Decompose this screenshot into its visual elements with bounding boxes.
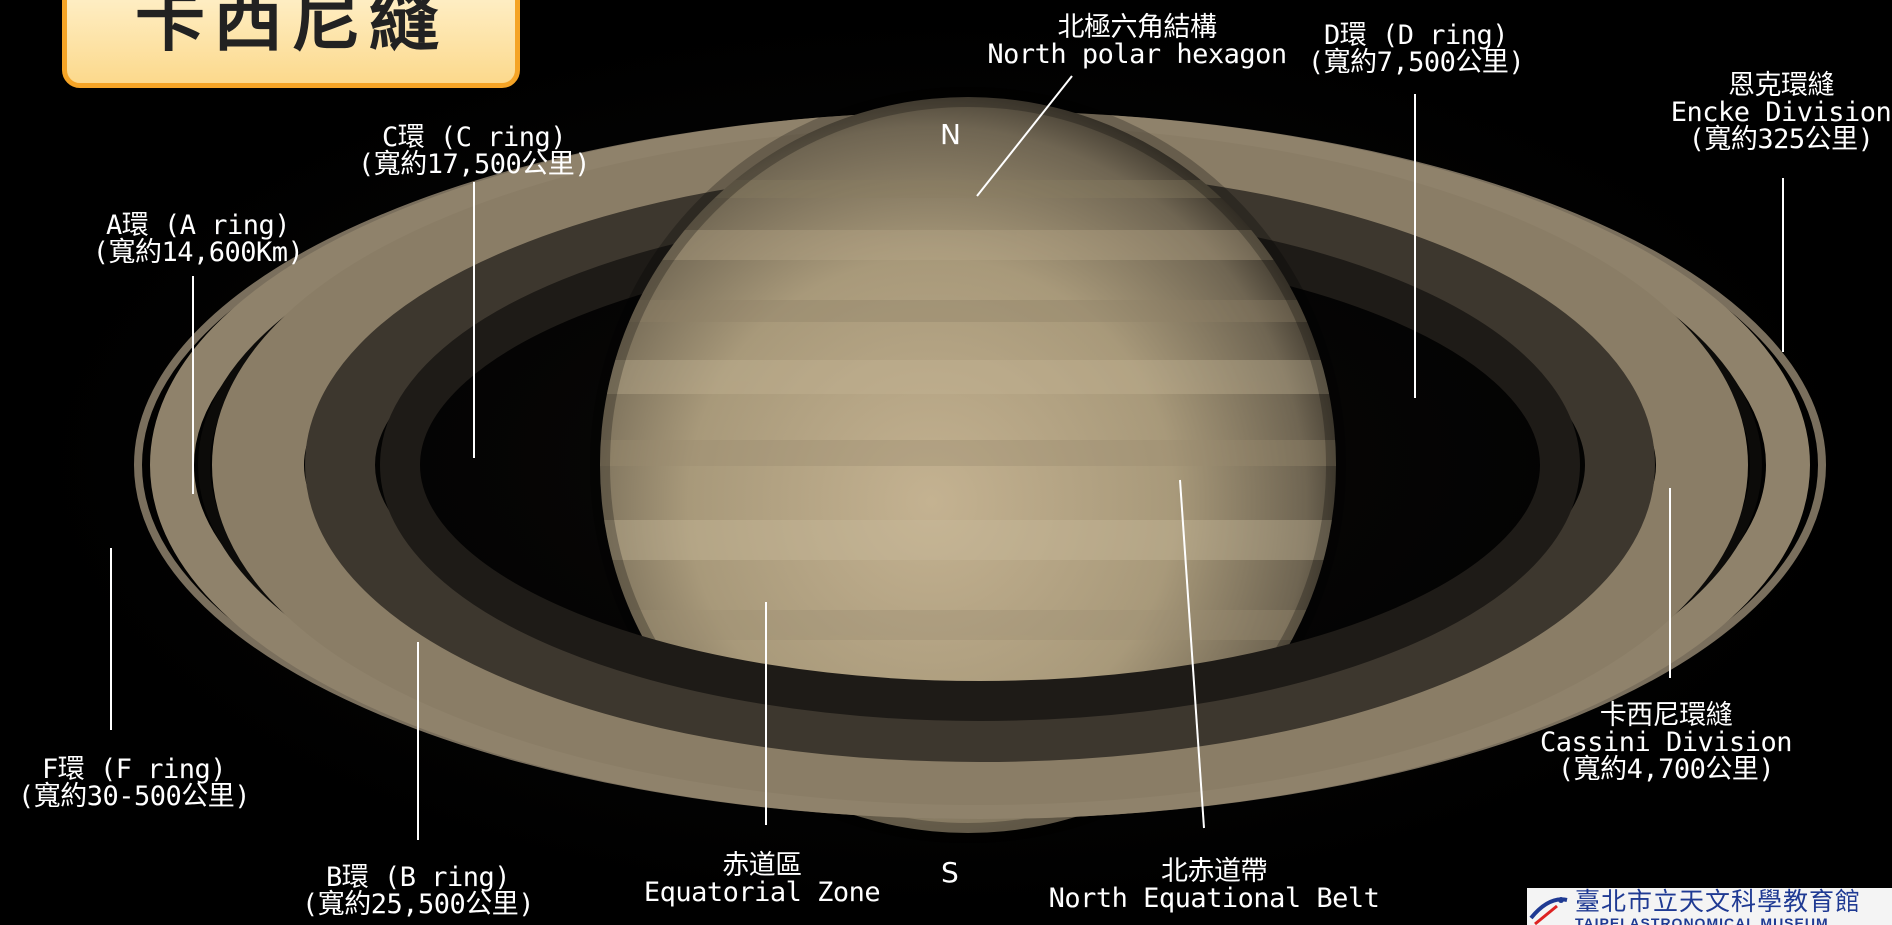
label-width: (寬約325公里) <box>1688 124 1874 155</box>
museum-logo: 臺北市立天文科學教育館 TAIPEI ASTRONOMICAL MUSEUM <box>1527 888 1892 925</box>
page-title: 卡西尼縫 <box>135 0 447 61</box>
label-north-equational-belt: 北赤道帶 North Equational Belt <box>1049 858 1380 912</box>
label-zh: 恩克環縫 <box>1727 70 1834 101</box>
label-width: (寬約14,600Km) <box>92 237 304 268</box>
label-name: B環 (B ring) <box>325 862 511 893</box>
label-name: D環 (D ring) <box>1323 20 1509 51</box>
label-en: Cassini Division <box>1539 727 1793 758</box>
label-f-ring: F環 (F ring) (寬約30-500公里) <box>17 754 251 812</box>
label-en: Equatorial Zone <box>643 877 881 908</box>
label-cassini-division: 卡西尼環縫 Cassini Division (寬約4,700公里) <box>1539 700 1793 785</box>
label-zh: 北極六角結構 <box>1057 12 1217 43</box>
label-en: Encke Division <box>1670 97 1892 128</box>
label-north-polar-hexagon: 北極六角結構 North polar hexagon <box>987 12 1287 70</box>
title-box: 卡西尼縫 <box>62 0 520 88</box>
label-c-ring: C環 (C ring) (寬約17,500公里) <box>357 122 591 180</box>
label-width: (寬約25,500公里) <box>301 889 535 920</box>
label-name: C環 (C ring) <box>381 122 567 153</box>
label-en: North polar hexagon <box>987 39 1287 70</box>
museum-name-en: TAIPEI ASTRONOMICAL MUSEUM <box>1575 915 1829 925</box>
museum-logo-icon <box>1527 888 1571 925</box>
label-width: (寬約7,500公里) <box>1307 47 1525 78</box>
rings-front <box>134 465 1826 819</box>
label-en: North Equational Belt <box>1048 883 1380 914</box>
label-zh: 北赤道帶 <box>1161 856 1267 887</box>
label-width: (寬約17,500公里) <box>357 149 591 180</box>
south-pole-marker: S <box>941 856 959 889</box>
label-width: (寬約4,700公里) <box>1557 754 1775 785</box>
label-zh: 卡西尼環縫 <box>1599 700 1733 731</box>
label-a-ring: A環 (A ring) (寬約14,600Km) <box>93 212 304 266</box>
saturn-planet <box>590 87 1346 843</box>
label-name: F環 (F ring) <box>41 754 227 785</box>
label-d-ring: D環 (D ring) (寬約7,500公里) <box>1307 20 1525 78</box>
pointer-north-equational-belt <box>1179 479 1205 829</box>
label-equatorial-zone: 赤道區 Equatorial Zone <box>643 850 881 908</box>
pointer-north-polar-hexagon <box>976 75 1073 197</box>
label-name: A環 (A ring) <box>105 210 291 241</box>
label-zh: 赤道區 <box>722 850 802 881</box>
pointer-lines <box>110 75 1784 840</box>
north-pole-marker: N <box>940 118 961 151</box>
label-width: (寬約30-500公里) <box>17 781 251 812</box>
museum-logo-text: 臺北市立天文科學教育館 TAIPEI ASTRONOMICAL MUSEUM <box>1575 888 1861 925</box>
label-encke-division: 恩克環縫 Encke Division (寬約325公里) <box>1671 72 1892 153</box>
museum-name-zh: 臺北市立天文科學教育館 <box>1575 887 1862 916</box>
label-b-ring: B環 (B ring) (寬約25,500公里) <box>301 862 535 920</box>
